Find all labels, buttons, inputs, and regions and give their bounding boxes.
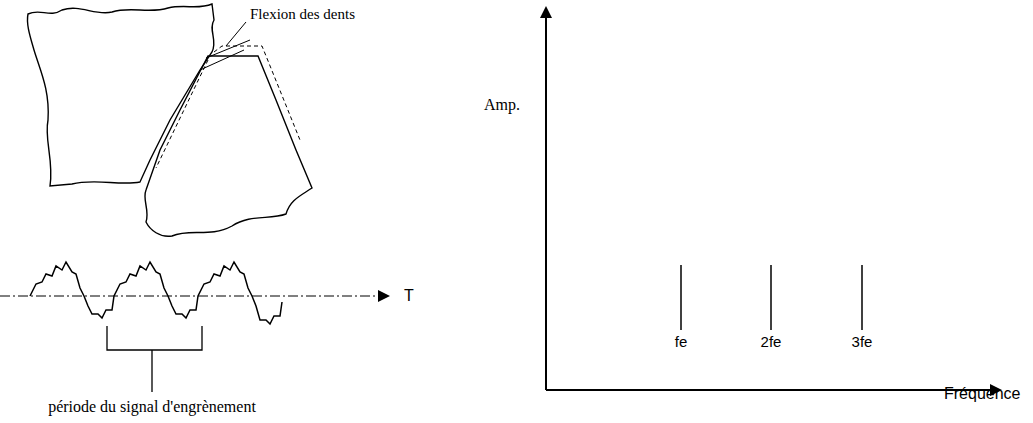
frequency-tick: fe <box>675 334 688 351</box>
gear-tooth <box>27 4 214 186</box>
spectral-line <box>861 265 863 330</box>
amplitude-axis <box>545 8 547 390</box>
mesh-signal <box>30 262 282 324</box>
spectral-line <box>770 265 772 330</box>
time-axis <box>0 296 388 297</box>
frequency-axis <box>546 389 1000 391</box>
frequency-tick: 2fe <box>761 334 782 351</box>
period-bracket <box>107 326 202 392</box>
spectral-line <box>680 265 682 330</box>
deflection-line <box>200 40 250 70</box>
axis-label: Amp. <box>484 96 520 114</box>
period-label: période du signal d'engrènement <box>48 398 256 416</box>
part-label: Flexion des dents <box>250 6 355 23</box>
frequency-tick: 3fe <box>852 334 873 351</box>
leader-line <box>226 22 246 46</box>
gear-tooth <box>145 56 312 236</box>
axis-label: Fréquence <box>944 385 1021 403</box>
deflection-line <box>156 46 300 168</box>
axis-label: T <box>404 287 414 305</box>
